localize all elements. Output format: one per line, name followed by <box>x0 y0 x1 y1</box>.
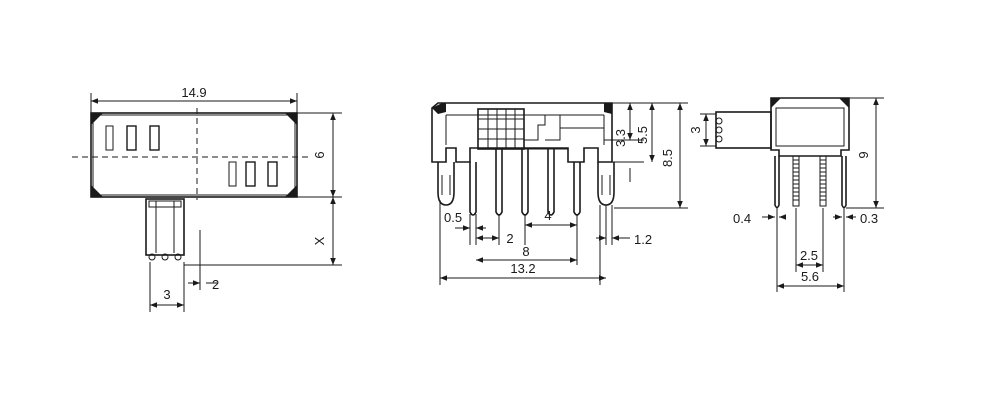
top-view: 14.9 6 X 3 2 <box>72 85 342 312</box>
slot-6 <box>267 161 278 187</box>
dim-actuator-label: X <box>312 236 327 245</box>
dim-55-label: 5.5 <box>635 126 650 144</box>
side-body-outline <box>770 97 850 157</box>
dim-25-label: 2.5 <box>800 248 818 263</box>
dim-8-label: 8 <box>522 244 529 259</box>
dim-width-label: 14.9 <box>181 85 206 100</box>
slider-grip <box>478 109 524 149</box>
corner-tab-tr <box>285 113 297 125</box>
pins <box>469 148 581 216</box>
corner-tab-tl <box>91 113 103 125</box>
actuator-outline <box>145 198 185 256</box>
side-actuator <box>715 111 772 149</box>
dim-pitch-label: 3 <box>163 287 170 302</box>
dim-4-label: 4 <box>544 208 551 223</box>
front-view: 0.5 2 4 8 13.2 1.2 3.3 5.5 8.5 <box>431 102 688 285</box>
slot-2 <box>126 125 137 151</box>
slot-4 <box>228 161 237 187</box>
slot-5 <box>245 161 256 187</box>
dim-2-label: 2 <box>506 231 513 246</box>
corner-tab-bl <box>91 185 103 197</box>
dim-85-label: 8.5 <box>660 149 675 167</box>
dim-12-label: 1.2 <box>634 232 652 247</box>
side-view: 3 0.4 0.3 2.5 <box>688 97 884 292</box>
dim-9-label: 9 <box>856 151 871 158</box>
leg-left <box>437 162 455 206</box>
side-pins <box>774 155 847 209</box>
slot-3 <box>149 125 160 151</box>
dim-offset-label: 2 <box>212 277 219 292</box>
dim-04-label: 0.4 <box>733 211 751 226</box>
corner-tab-br <box>285 185 297 197</box>
dim-132-label: 13.2 <box>510 261 535 276</box>
front-body-outline <box>431 102 613 163</box>
dim-33-label: 3.3 <box>613 129 628 147</box>
dim-03-label: 0.3 <box>860 211 878 226</box>
dim-side-3-label: 3 <box>688 126 703 133</box>
top-body-inner <box>92 114 296 196</box>
top-body-outline <box>90 112 298 198</box>
dim-height-label: 6 <box>312 151 327 158</box>
slot-1 <box>105 125 114 151</box>
leg-right <box>597 162 615 206</box>
dim-56-label: 5.6 <box>801 269 819 284</box>
dim-05-label: 0.5 <box>444 210 462 225</box>
